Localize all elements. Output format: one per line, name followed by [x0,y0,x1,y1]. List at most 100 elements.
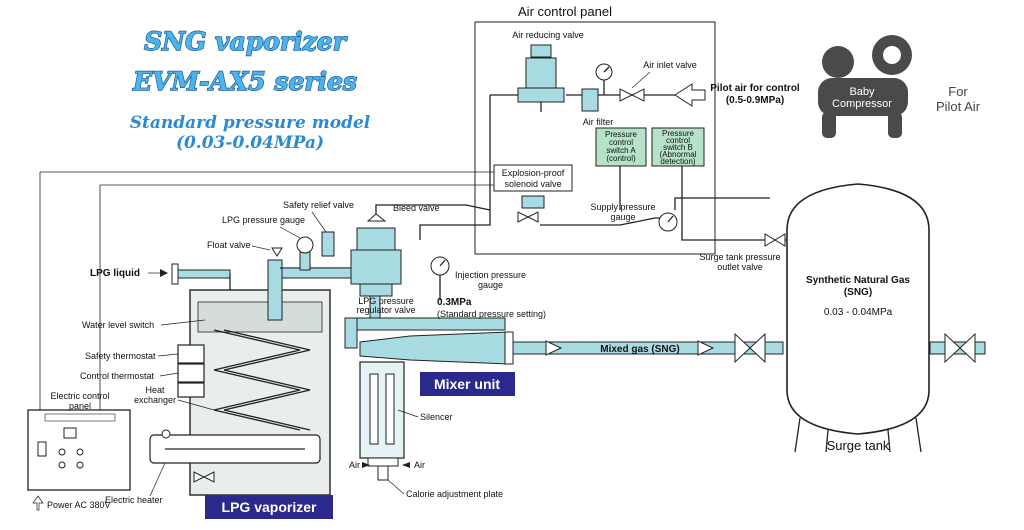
supply-gauge-label-2: gauge [610,212,635,222]
calorie-adjustment-plate[interactable] [377,465,389,481]
valve-icon [619,88,634,102]
lpg-liquid-inlet: LPG liquid [90,263,231,290]
arrow-left-icon [402,462,410,468]
silencer-label: Silencer [420,412,453,422]
regulator-label-2: regulator valve [356,305,415,315]
lpg-pressure-gauge-label: LPG pressure gauge [222,215,305,225]
float-valve-icon [271,247,283,257]
mixer-labels: Silencer Air Air Calorie adjustment plat… [349,409,503,499]
sng-label-2: (SNG) [844,287,872,298]
air-left-label: Air [349,460,360,470]
lpg-vaporizer-label: LPG vaporizer [222,499,317,515]
tank-sense-line [674,197,770,210]
drain-valve-icon [193,471,206,483]
lpg-pressure-gauge-icon [296,236,314,254]
air-line-to-regulator [419,95,491,240]
supply-line [540,217,668,226]
svg-text:Pressure: Pressure [605,130,638,139]
air-panel-frame [474,21,716,255]
pilot-air-label-1: Pilot air for control [710,83,800,94]
injection-gauge-label-2: gauge [478,280,503,290]
gas-pipe-to-regulator [271,231,358,279]
compressor-wheel-icon [822,46,854,78]
svg-text:detection): detection) [660,157,695,166]
safety-relief-valve-label: Safety relief valve [283,200,354,210]
air-inlet-valve-label: Air inlet valve [643,60,697,70]
calorie-plate-label: Calorie adjustment plate [406,489,503,499]
standard-pressure-value: 0.3MPa [437,297,472,308]
arrow-right-icon [160,269,168,277]
switch-b-line [681,165,790,241]
mixer-venturi [359,331,511,365]
safety-relief-valve[interactable] [321,231,335,257]
compressor-pilot-air-label: Pilot Air [936,99,981,114]
lpg-vaporizer [149,259,350,496]
mixer-unit-label: Mixer unit [434,376,500,392]
heat-exchanger-coil [213,329,301,431]
heat-exchanger-label-1: Heat [145,385,165,395]
pilot-air-inlet: Pilot air for control (0.5-0.9MPa) [674,83,800,107]
svg-text:solenoid valve: solenoid valve [504,179,561,189]
svg-text:switch A: switch A [606,146,636,155]
arrow-right-icon [697,340,715,356]
air-inlet-valve[interactable] [619,88,645,102]
svg-text:Explosion-proof: Explosion-proof [502,168,565,178]
gas-pipe-to-mixer [344,295,506,349]
valve-icon [764,233,776,247]
mixer-unit [359,331,514,481]
svg-text:control: control [666,136,690,145]
air-filter[interactable] [581,88,599,112]
baby-compressor: Baby Compressor For Pilot Air [818,35,981,138]
water-surface [197,301,323,333]
bleed-valve-label: Bleed valve [393,203,440,213]
explosion-proof-solenoid-valve[interactable]: Explosion-proof solenoid valve [493,164,573,223]
surge-tank: Synthetic Natural Gas (SNG) 0.03 - 0.04M… [786,183,930,453]
heat-exchanger-label-2: exchanger [134,395,176,405]
supply-pressure-gauge [658,212,678,232]
surge-tank-pressure-outlet-valve[interactable] [764,233,786,247]
title-line-2: EVM-AX5 series [132,67,357,96]
title-block: SNG vaporizer EVM-AX5 series Standard pr… [130,26,371,153]
subtitle-line-2: (0.03-0.04MPa) [176,133,324,153]
water-level-switch-label: Water level switch [82,320,154,330]
air-control-panel: Air control panel Air reducing valve Air… [474,4,716,255]
compressor-label-1: Baby [849,86,875,98]
lpg-pressure-regulator-valve[interactable] [350,204,491,297]
vaporizer-labels: Safety relief valve Bleed valve LPG pres… [32,200,546,511]
air-reducing-valve[interactable] [517,44,565,112]
bleed-valve-icon [366,213,387,222]
injection-gauge-label-1: Injection pressure [455,270,526,280]
surge-tank-body [786,183,930,435]
electric-heater-label: Electric heater [105,495,163,505]
float-chamber [267,259,283,321]
arrow-right-icon [545,340,563,356]
pressure-switch-a: Pressure control switch A (control) [595,127,647,167]
arrow-right-icon [362,462,370,468]
outlet-valve-label-2: outlet valve [717,262,763,272]
pilot-air-label-2: (0.5-0.9MPa) [726,95,784,106]
outlet-valve-label-1: Surge tank pressure [699,252,780,262]
safety-thermostat-label: Safety thermostat [85,351,156,361]
sng-pressure-label: 0.03 - 0.04MPa [824,307,893,318]
mixed-gas-label: Mixed gas (SNG) [600,344,679,355]
air-panel-title: Air control panel [518,4,612,19]
valve-icon [944,332,961,364]
electric-control-panel[interactable] [27,409,131,491]
arrow-left-icon [674,83,706,107]
power-label: Power AC 380V [47,500,111,510]
compressor-label-2: Compressor [832,98,892,110]
surge-tank-label: Surge tank [827,438,890,453]
control-panel-label-1: Electric control [50,391,109,401]
heat-exchanger-indicator [177,382,205,398]
compressor-tank-icon [818,78,908,116]
arrow-up-icon [32,495,44,511]
control-thermostat [177,363,205,383]
lpg-liquid-label: LPG liquid [90,268,140,279]
svg-text:Pressure: Pressure [662,129,695,138]
title-line-1: SNG vaporizer [144,27,348,56]
svg-text:(control): (control) [606,154,636,163]
supply-gauge-label-1: Supply pressure [590,202,655,212]
valve-icon [734,332,751,364]
injection-pressure-gauge [430,256,450,300]
